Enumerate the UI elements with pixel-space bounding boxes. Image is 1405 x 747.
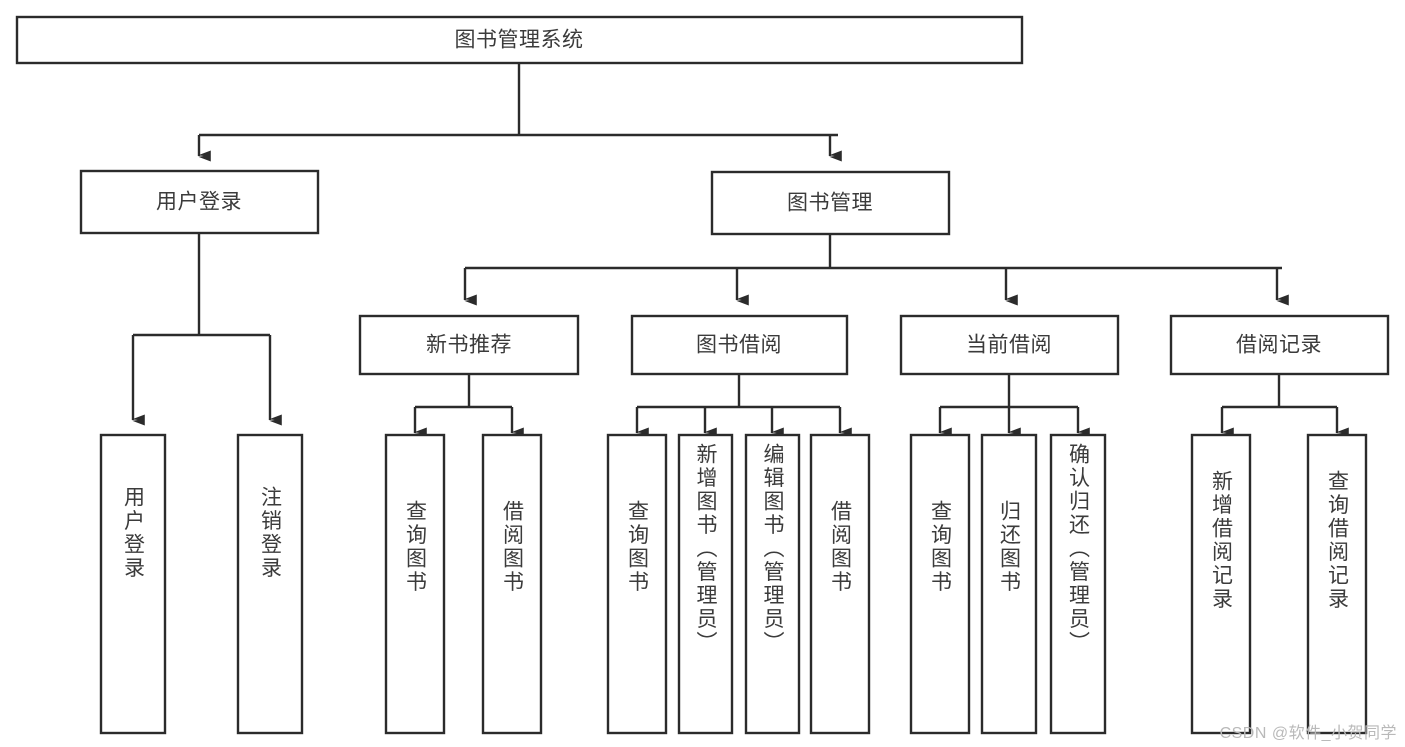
leaf-confirm-return[interactable] (1049, 433, 1107, 735)
node-user-login-label: 用户登录 (156, 191, 242, 214)
node-book-management-label: 图书管理 (787, 192, 873, 215)
leaf-add-book[interactable] (677, 433, 734, 735)
leaf-borrow-book-1[interactable] (481, 433, 543, 735)
leaf-return-book[interactable] (980, 433, 1038, 735)
leaf-query-book-2[interactable] (606, 433, 668, 735)
leaf-user-login[interactable] (99, 433, 167, 735)
leaf-borrow-book-2[interactable] (809, 433, 871, 735)
node-new-book-recommend[interactable]: 新书推荐 (358, 314, 580, 376)
node-book-borrow-label: 图书借阅 (696, 334, 782, 357)
leaf-edit-book[interactable] (744, 433, 801, 735)
leaf-query-record[interactable] (1306, 433, 1368, 735)
node-current-borrow-label: 当前借阅 (966, 334, 1052, 357)
csdn-watermark: CSDN @软件_小贺同学 (1219, 725, 1397, 742)
leaf-add-record[interactable] (1190, 433, 1252, 735)
node-borrow-record[interactable]: 借阅记录 (1169, 314, 1390, 376)
node-new-book-recommend-label: 新书推荐 (426, 334, 512, 357)
leaf-query-book-1[interactable] (384, 433, 446, 735)
node-root[interactable]: 图书管理系统 (15, 15, 1024, 65)
leaf-logout-login[interactable] (236, 433, 304, 735)
node-book-management[interactable]: 图书管理 (710, 170, 951, 236)
node-book-borrow[interactable]: 图书借阅 (630, 314, 849, 376)
leaf-query-book-3[interactable] (909, 433, 971, 735)
node-borrow-record-label: 借阅记录 (1236, 334, 1322, 357)
node-root-label: 图书管理系统 (455, 29, 584, 52)
node-user-login[interactable]: 用户登录 (79, 169, 320, 235)
node-current-borrow[interactable]: 当前借阅 (899, 314, 1120, 376)
